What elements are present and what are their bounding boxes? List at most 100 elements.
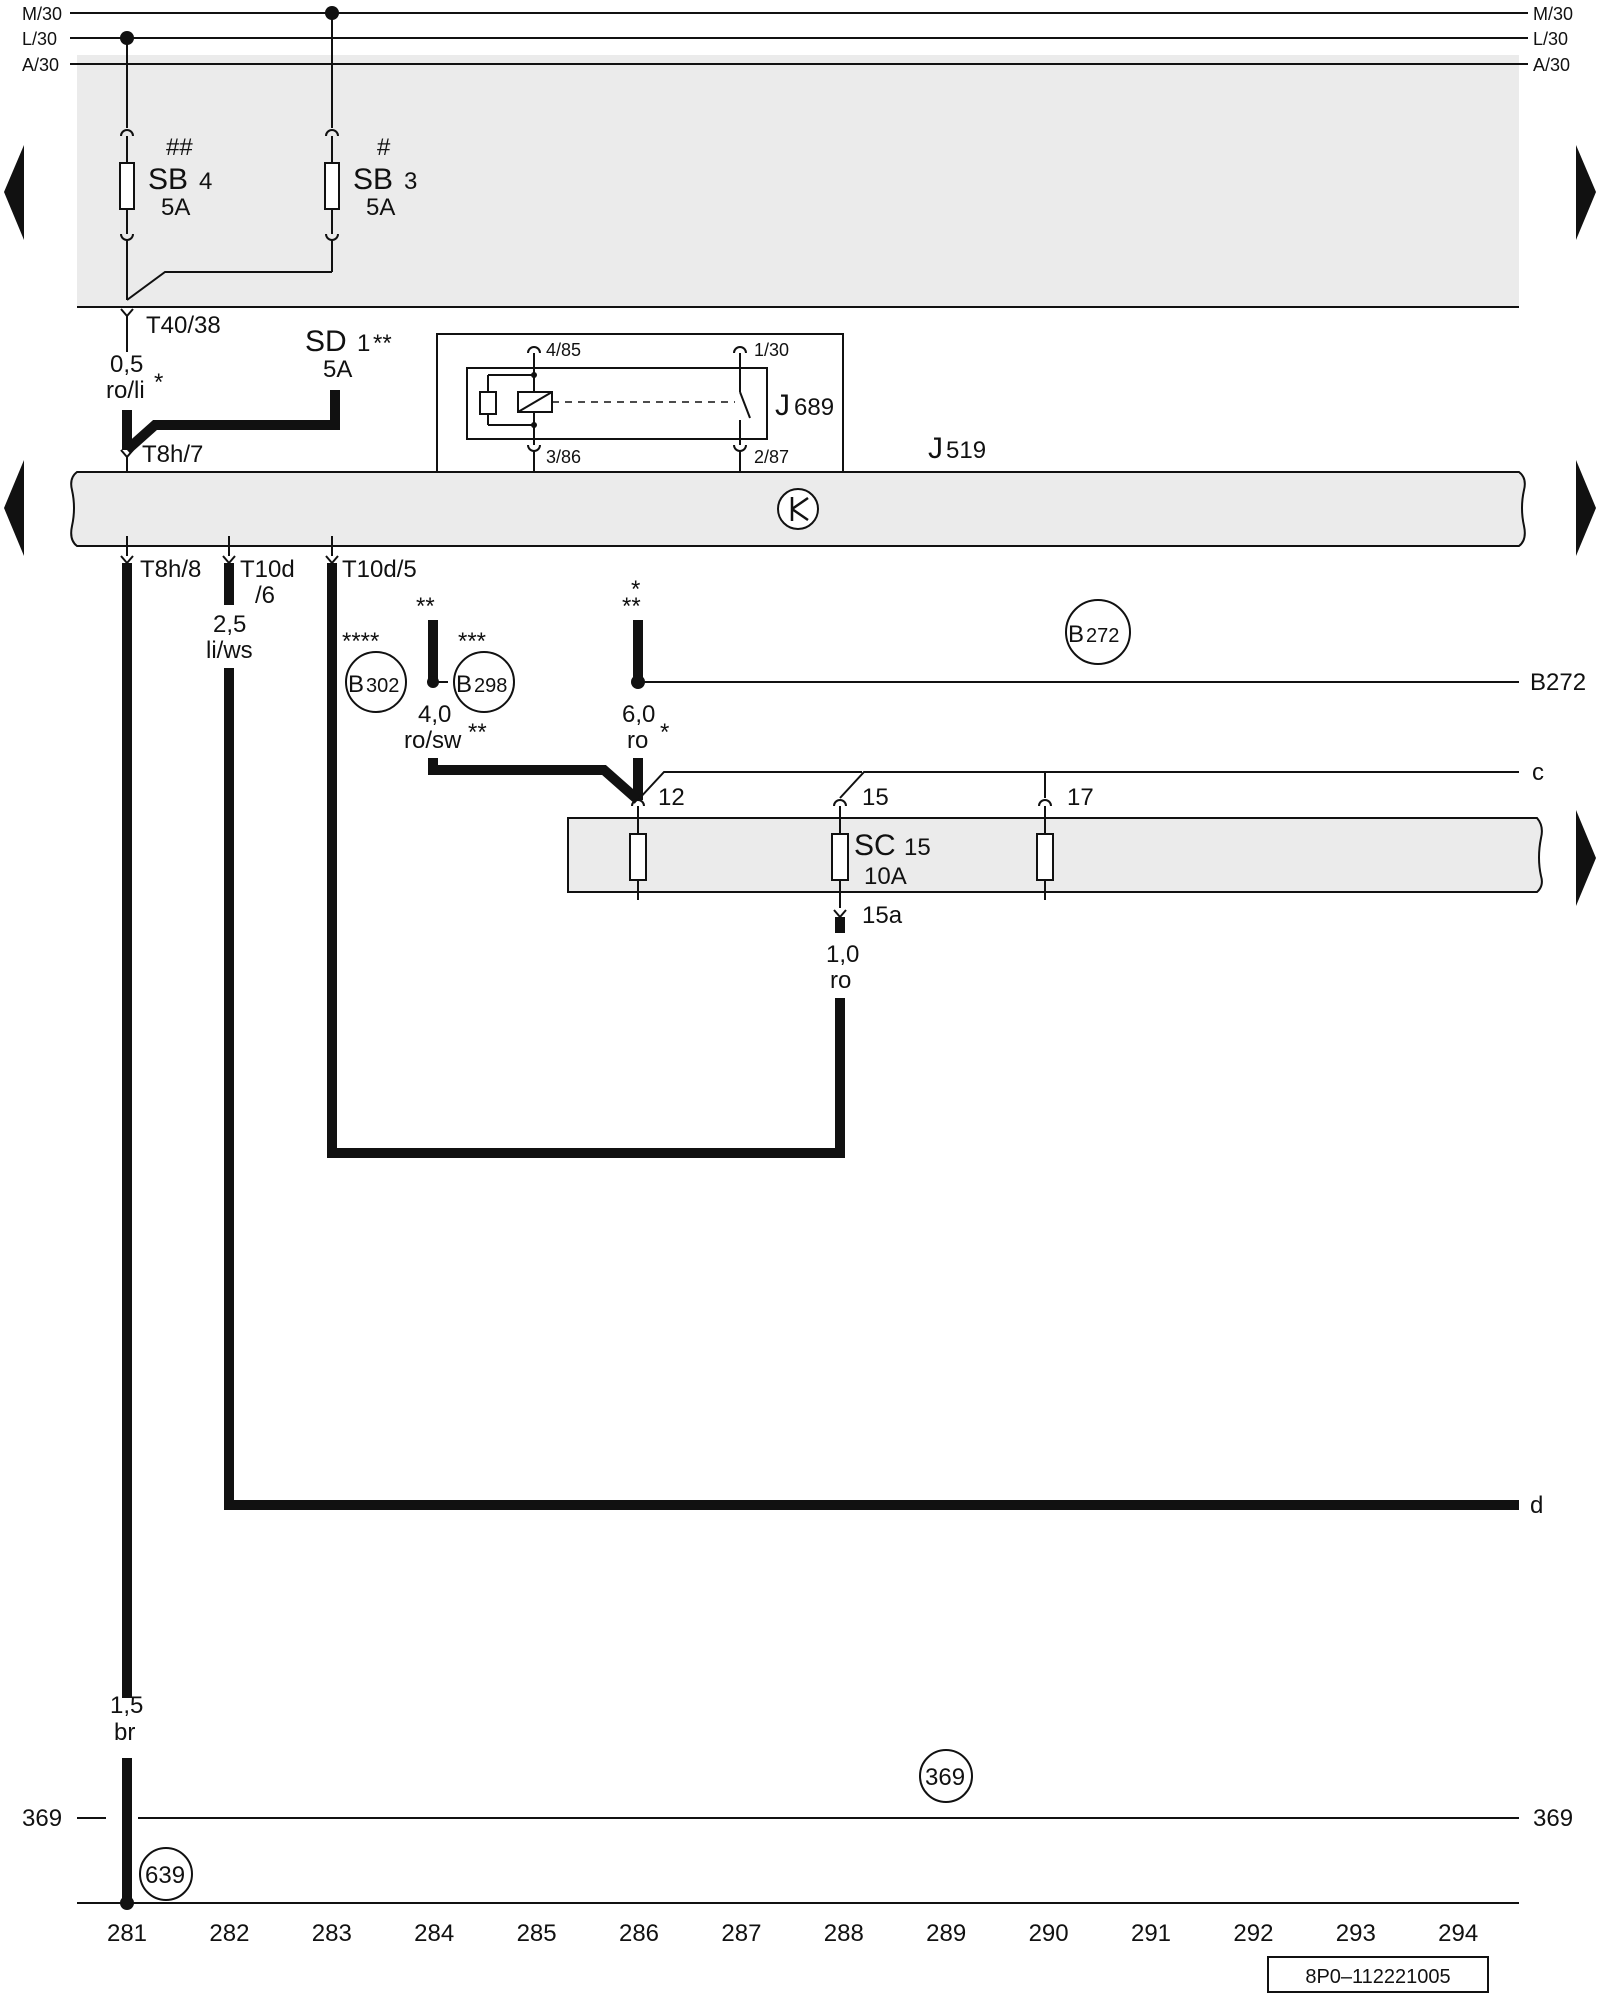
line-end-c: c [1532,759,1544,786]
wire6-size: 1,5 [110,1692,143,1719]
rail-l30-label-right: L/30 [1533,29,1568,49]
fuse-sd1-rating: 5A [323,356,352,383]
connector-t10d: T10d [240,556,295,583]
fuse-sd1-name: SD [305,325,347,358]
column-number: 286 [619,1920,659,1947]
rail-m30-label-left: M/30 [22,4,62,24]
wire4-color: ro [627,727,648,754]
marker-b302: **** [342,628,379,655]
fuse-sc15-rating: 10A [864,863,907,890]
connector-t8h-7: T8h/7 [142,441,203,468]
module-j519: J 519 [70,432,1526,547]
fuse-pin-12: 12 [658,784,685,811]
fuse-sd1-marker: ** [373,330,392,357]
fuse-sb3-number: 3 [404,168,417,195]
fuse-sc15-name: SC [854,829,896,862]
ref-369[interactable] [919,1749,973,1803]
rail-l30-label-left: L/30 [22,29,57,49]
ref-b302-letter: B [348,671,364,698]
ref-b298-letter: B [456,671,472,698]
column-number: 282 [209,1920,249,1947]
fuse-pin-15a: 15a [862,902,903,929]
relay-j689: 4/85 3/86 1/30 2/87 J 689 [436,333,844,473]
column-number: 283 [312,1920,352,1947]
fuse-sd1-number: 1 [357,330,370,357]
power-rails: M/30 L/30 A/30 M/30 L/30 A/30 [22,4,1573,75]
relay-j689-name: J [775,389,790,422]
relay-pin-1-30: 1/30 [754,340,789,360]
ref-b272-number: 272 [1086,625,1119,647]
fuse-sc15-number: 15 [904,834,931,861]
wire4-marker: * [660,719,669,746]
fuse-strip-sc: 12 15 17 SC 15 10A [567,784,1543,908]
nav-arrow-right-icon[interactable] [1576,810,1596,906]
relay-j689-number: 689 [794,394,834,421]
ref-b272[interactable] [1065,599,1131,665]
rail-a30-label-right: A/30 [1533,55,1570,75]
relay-pin-3-86: 3/86 [546,447,581,467]
wire3-marker: ** [468,719,487,746]
rail-m30-label-right: M/30 [1533,4,1573,24]
wire6-color: br [114,1719,135,1746]
line-end-b272: B272 [1530,669,1586,696]
fuse-sb3: # SB 3 5A [126,6,417,301]
column-number: 287 [721,1920,761,1947]
wire3-size: 4,0 [418,701,451,728]
wire5-color: ro [830,967,851,994]
nav-arrow-right-icon[interactable] [1576,145,1596,240]
line-end-d: d [1530,1492,1543,1519]
column-number: 289 [926,1920,966,1947]
document-id-box [1267,1956,1489,1993]
column-number: 290 [1029,1920,1069,1947]
fuse-carrier-band [77,55,1519,307]
marker-mid-top: * [631,576,640,603]
nav-arrow-right-icon[interactable] [1576,460,1596,556]
fuse-sb4-marker: ## [166,134,193,161]
ref-b298-number: 298 [474,675,507,697]
fuse-pin-15: 15 [862,784,889,811]
column-number: 284 [414,1920,454,1947]
column-number: 293 [1336,1920,1376,1947]
wire1-color: ro/li [106,377,145,404]
line-end-369-right: 369 [1533,1805,1573,1832]
fuse-sb4-rating: 5A [161,194,190,221]
fuse-sb4-number: 4 [199,168,212,195]
ref-b302[interactable] [345,651,407,713]
rail-a30-label-left: A/30 [22,55,59,75]
line-end-369-left: 369 [22,1805,62,1832]
fuse-sb3-name: SB [353,163,393,196]
wire5-size: 1,0 [826,941,859,968]
wire2-size: 2,5 [213,611,246,638]
nav-arrow-left-icon[interactable] [4,145,24,240]
wire3-top-marker: ** [416,593,435,620]
module-j519-name: J [928,432,943,465]
connector-t10d-6: /6 [255,582,275,609]
column-number: 291 [1131,1920,1171,1947]
fuse-pin-17: 17 [1067,784,1094,811]
relay-pin-2-87: 2/87 [754,447,789,467]
fuse-sb3-marker: # [377,134,391,161]
column-number: 285 [517,1920,557,1947]
connector-t8h-8: T8h/8 [140,556,201,583]
connector-t10d-5: T10d/5 [342,556,417,583]
ref-639-label: 639 [145,1862,185,1889]
fuse-sb4-name: SB [148,163,188,196]
wire1-marker: * [154,369,163,396]
relay-pin-4-85: 4/85 [546,340,581,360]
fuse-sb3-rating: 5A [366,194,395,221]
nav-arrow-left-icon[interactable] [4,460,24,556]
marker-mid-bottom: ** [622,593,641,620]
ref-b298[interactable] [453,651,515,713]
ref-b302-number: 302 [366,675,399,697]
module-j519-number: 519 [946,437,986,464]
wire3-color: ro/sw [404,727,462,754]
document-id: 8P0–112221005 [1305,1966,1450,1988]
wire1-size: 0,5 [110,351,143,378]
ref-639[interactable] [139,1847,193,1901]
ref-b272-letter: B [1068,621,1084,648]
column-number: 288 [824,1920,864,1947]
ref-369-label: 369 [925,1764,965,1791]
connector-t40-38: T40/38 [146,312,221,339]
column-number: 294 [1438,1920,1478,1947]
